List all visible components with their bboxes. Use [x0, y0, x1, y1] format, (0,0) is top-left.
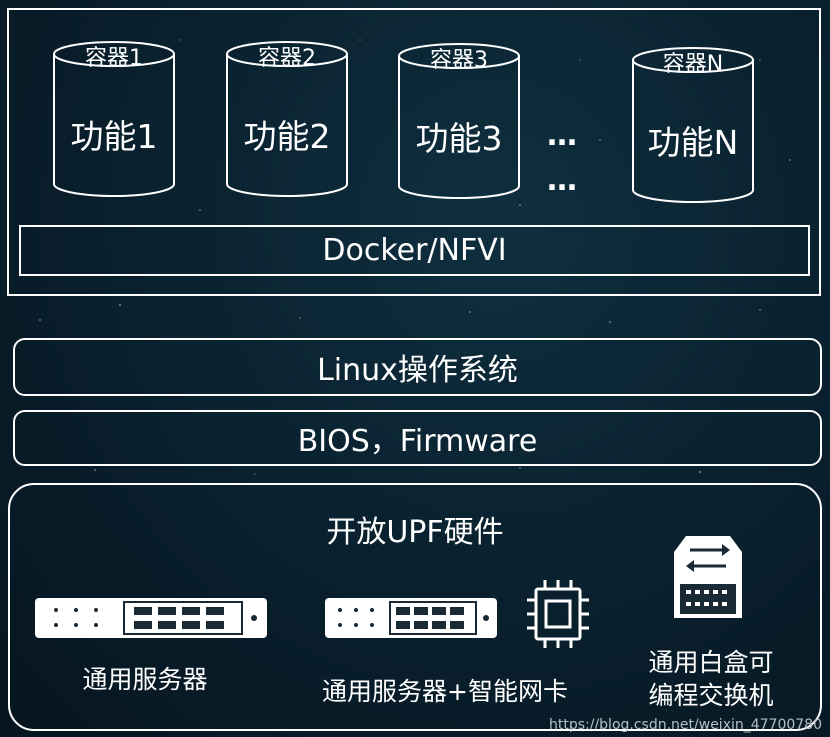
- bios-firmware-layer: BIOS，Firmware: [13, 410, 822, 466]
- chip-icon: [527, 580, 589, 648]
- cylinder-shape: [398, 43, 520, 199]
- watermark-url: https://blog.csdn.net/weixin_47700780: [548, 717, 822, 733]
- bios-firmware-label: BIOS，Firmware: [297, 424, 538, 459]
- cylinder-shape: [226, 41, 348, 197]
- whitebox-switch-label-line2: 编程交换机: [648, 681, 774, 710]
- server-icon: [325, 598, 497, 638]
- function-1-label: 功能1: [70, 117, 158, 156]
- container-1-cylinder: 容器1 功能1: [52, 40, 176, 198]
- container-n-label: 容器N: [662, 52, 724, 77]
- open-upf-hardware-box: [8, 483, 822, 731]
- ellipsis-2: …: [547, 163, 579, 198]
- container-n-cylinder: 容器N 功能N: [631, 46, 755, 204]
- container-3-cylinder: 容器3 功能3: [397, 42, 521, 200]
- function-2-label: 功能2: [243, 117, 331, 156]
- docker-nfvi-layer: Docker/NFVI: [19, 225, 810, 276]
- server-icon: [35, 598, 267, 638]
- switch-icon: [674, 536, 742, 618]
- docker-nfvi-label: Docker/NFVI: [322, 233, 507, 268]
- container-1-label: 容器1: [85, 46, 143, 71]
- server-smartnic-label: 通用服务器+智能网卡: [322, 677, 568, 706]
- function-3-label: 功能3: [415, 119, 503, 158]
- cylinder-shape: [53, 41, 175, 197]
- container-2-label: 容器2: [258, 46, 316, 71]
- function-n-label: 功能N: [647, 123, 739, 162]
- container-2-cylinder: 容器2 功能2: [225, 40, 349, 198]
- container-platform-box: [7, 8, 821, 296]
- ellipsis-1: …: [547, 118, 579, 153]
- whitebox-switch-label-line1: 通用白盒可: [648, 648, 774, 677]
- linux-os-layer: Linux操作系统: [13, 338, 822, 396]
- cylinder-shape: [632, 47, 754, 203]
- open-upf-hardware-title: 开放UPF硬件: [326, 515, 504, 550]
- container-3-label: 容器3: [430, 48, 488, 73]
- general-server-label: 通用服务器: [82, 665, 208, 694]
- linux-os-label: Linux操作系统: [317, 353, 518, 388]
